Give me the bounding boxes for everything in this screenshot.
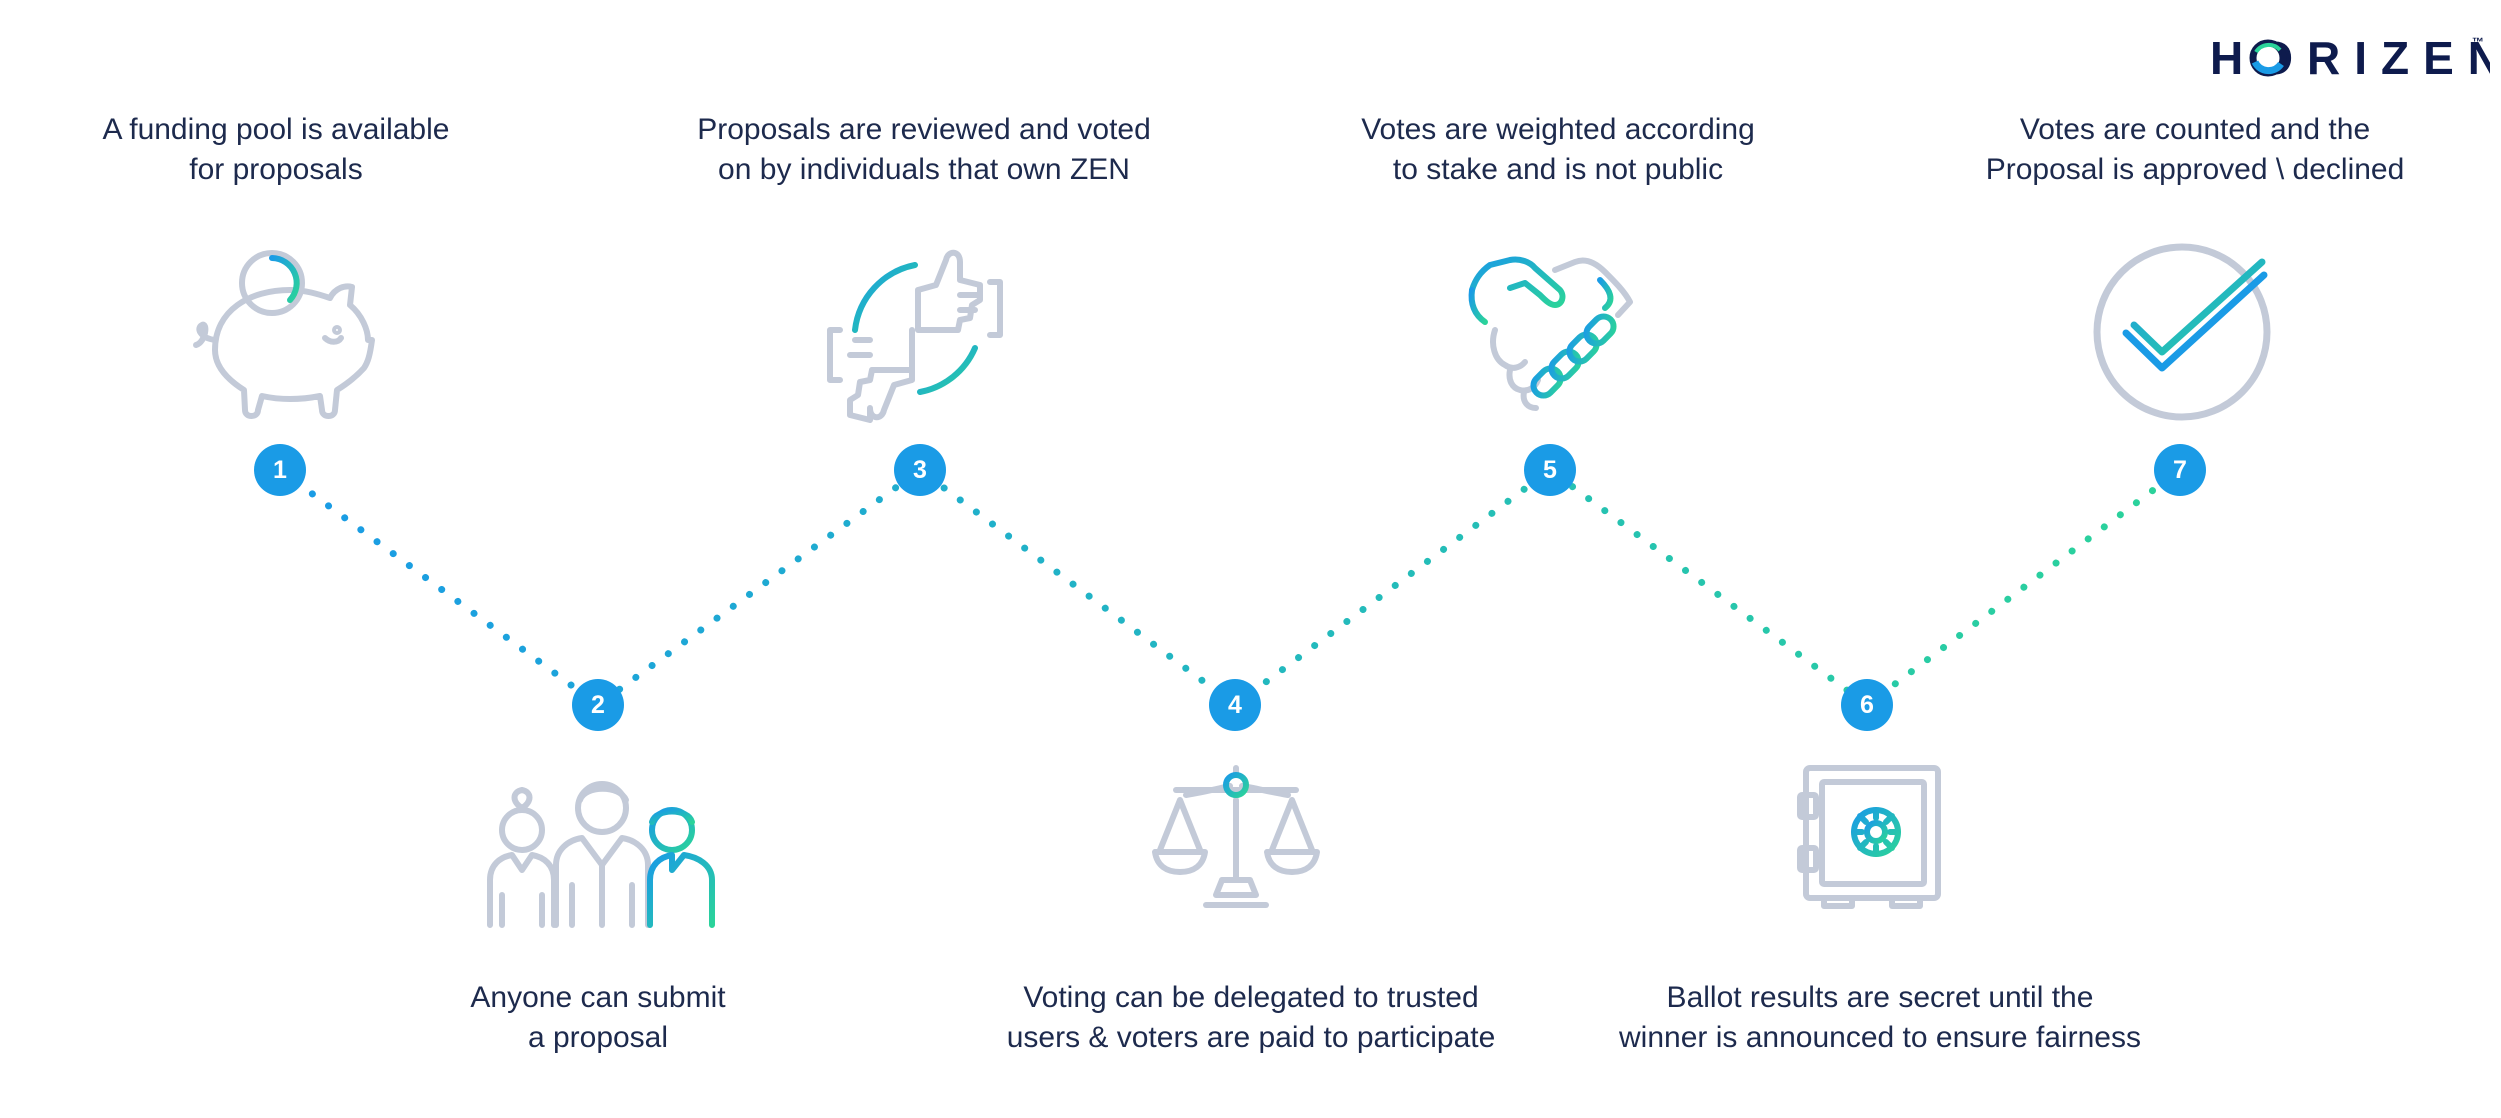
- step-badge-1: 1: [254, 444, 306, 496]
- caption-line: Anyone can submit: [470, 981, 726, 1014]
- step-badge-6: 6: [1841, 679, 1893, 731]
- scales-icon: [1152, 765, 1320, 908]
- step-badge-2: 2: [572, 679, 624, 731]
- caption-line: on by individuals that own ZEN: [718, 153, 1130, 186]
- step-number: 5: [1543, 456, 1557, 484]
- step-1-caption: A funding pool is available for proposal…: [103, 110, 450, 190]
- safe-icon: [1797, 765, 1941, 909]
- step-number: 4: [1228, 691, 1242, 719]
- step-7-caption: Votes are counted and the Proposal is ap…: [1986, 110, 2405, 190]
- horizen-logo: HORIZEN ™: [2210, 32, 2490, 84]
- thumbs-up-down-icon: [827, 249, 1003, 423]
- caption-line: Voting can be delegated to trusted: [1023, 981, 1479, 1014]
- caption-line: a proposal: [527, 1021, 669, 1054]
- caption-line: to stake and is not public: [1392, 153, 1724, 186]
- step-number: 7: [2173, 456, 2187, 484]
- step-number: 6: [1860, 691, 1874, 719]
- step-number: 3: [913, 456, 927, 484]
- step-badge-5: 5: [1524, 444, 1576, 496]
- step-5-caption: Votes are weighted according to stake an…: [1361, 110, 1755, 190]
- step-number: 1: [273, 456, 287, 484]
- step-number: 2: [591, 691, 605, 719]
- caption-line: Proposal is approved \ declined: [1985, 153, 2405, 186]
- people-group-icon: [487, 781, 715, 928]
- step-badge-3: 3: [894, 444, 946, 496]
- step-2-caption: Anyone can submit a proposal: [470, 978, 725, 1058]
- caption-line: A funding pool is available: [102, 113, 450, 146]
- step-badge-4: 4: [1209, 679, 1261, 731]
- step-badge-7: 7: [2154, 444, 2206, 496]
- logo-trademark: ™: [2472, 35, 2484, 49]
- caption-line: Ballot results are secret until the: [1666, 981, 2094, 1014]
- step-6-caption: Ballot results are secret until the winn…: [1619, 978, 2141, 1058]
- caption-line: Proposals are reviewed and voted: [697, 113, 1151, 146]
- caption-line: Votes are counted and the: [2019, 113, 2371, 146]
- caption-line: users & voters are paid to participate: [1006, 1021, 1496, 1054]
- caption-line: Votes are weighted according: [1361, 113, 1755, 146]
- step-3-caption: Proposals are reviewed and voted on by i…: [697, 110, 1151, 190]
- handshake-icon: [1468, 256, 1633, 411]
- caption-line: for proposals: [189, 153, 363, 186]
- piggy-bank-icon: [193, 250, 375, 419]
- checkmark-circle-icon: [2093, 243, 2271, 421]
- step-4-caption: Voting can be delegated to trusted users…: [1007, 978, 1496, 1058]
- dotted-connector-line: [276, 465, 2184, 710]
- caption-line: winner is announced to ensure fairness: [1619, 1021, 2141, 1054]
